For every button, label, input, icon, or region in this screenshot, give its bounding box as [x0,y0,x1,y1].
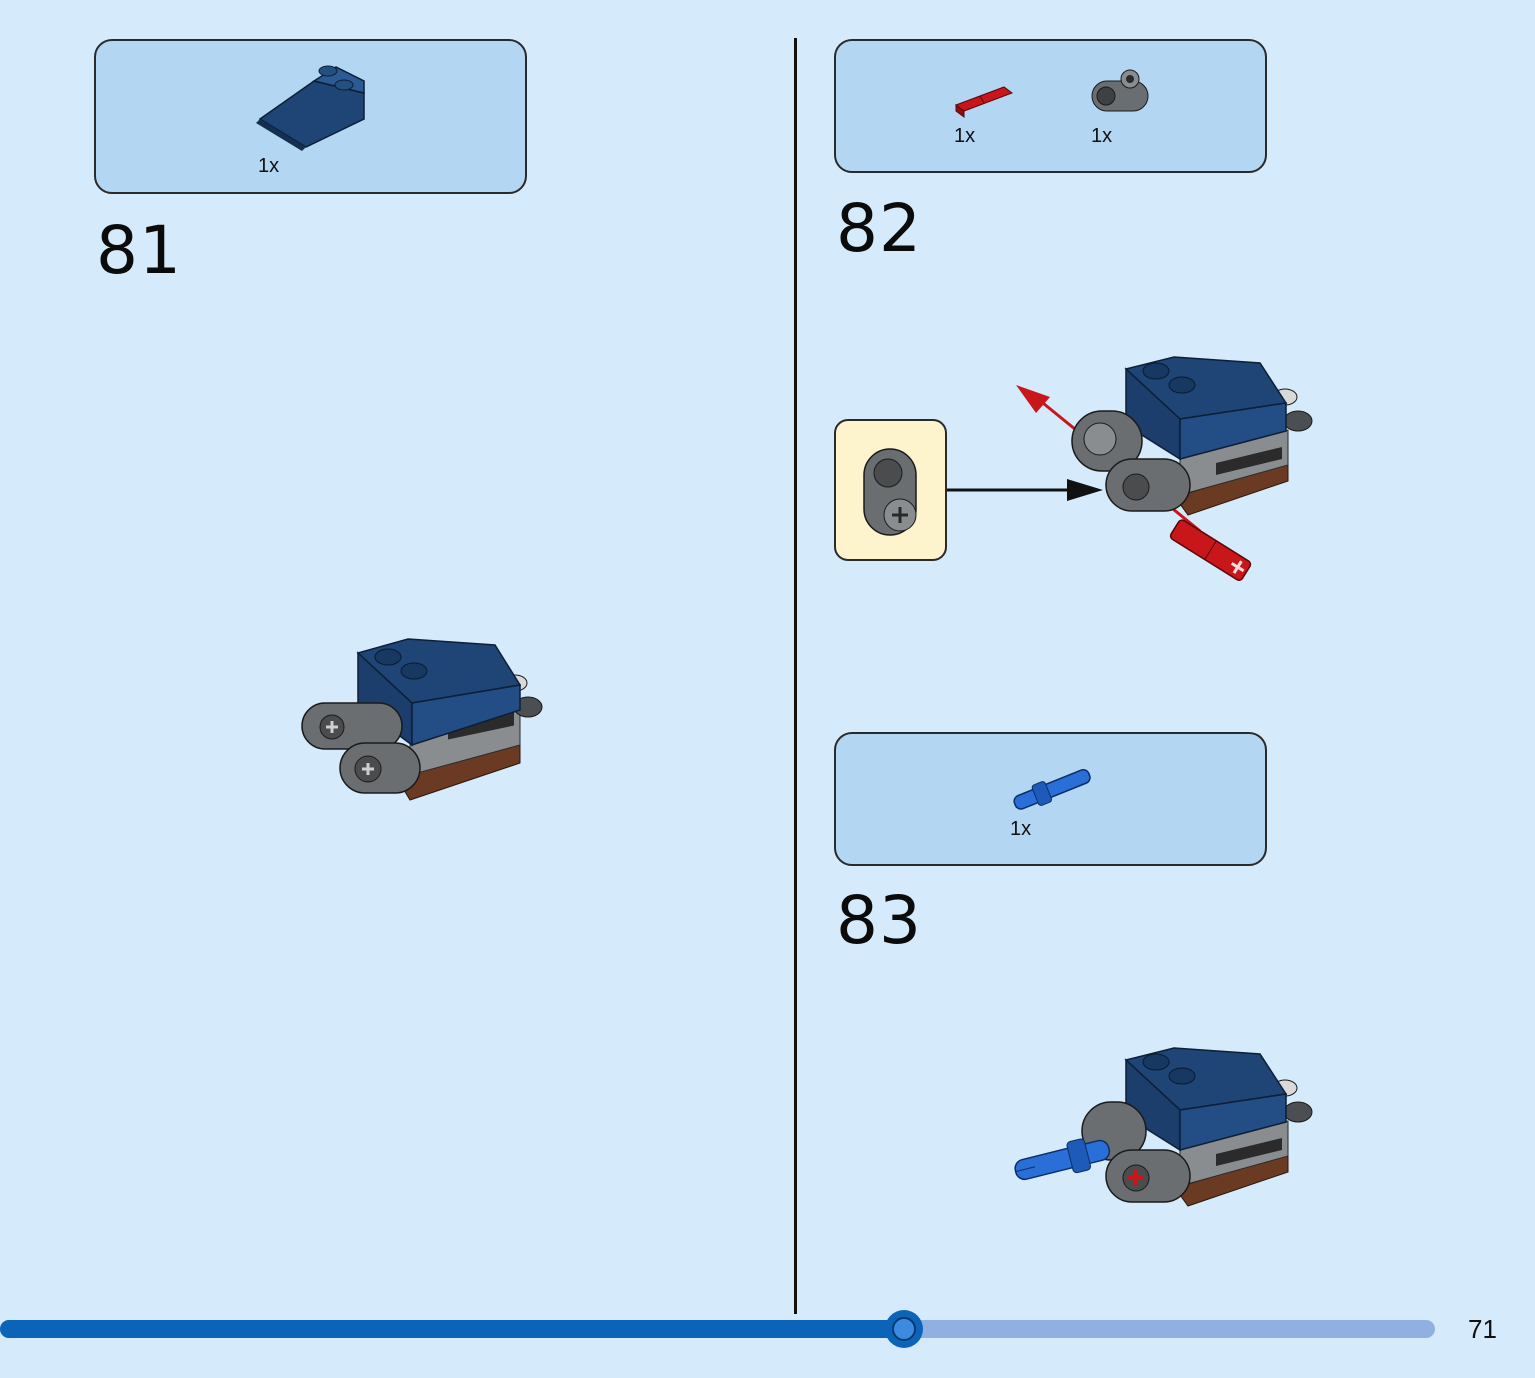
step-83-model-illustration [1014,1047,1313,1207]
page-divider [794,38,797,1314]
page-number: 71 [1468,1314,1497,1344]
part-quantity: 1x [1091,125,1113,147]
step-83-parts-box: 1x [834,732,1267,866]
part-quantity: 1x [258,155,280,177]
step-82-parts-box: 1x 1x [834,39,1267,173]
red-axle-connector-icon [954,86,1014,118]
part-quantity: 1x [1010,818,1032,840]
step-number-83: 83 [836,882,922,959]
progress-fill [0,1320,904,1338]
blue-axle-pin-icon [1013,768,1091,810]
dark-blue-slope-brick-icon [256,65,365,151]
step-81-model-illustration [301,638,543,801]
part-quantity: 1x [954,125,976,147]
gray-pin-connector-icon [863,448,917,536]
step-number-81: 81 [96,212,182,289]
step-number-82: 82 [836,190,922,267]
insert-arrow [947,479,1103,501]
sub-assembly-callout [834,419,947,561]
step-82-model-illustration [1016,356,1313,581]
gray-pin-connector-icon [1091,69,1149,112]
progress-indicator [885,1310,923,1348]
step-81-parts-box: 1x [94,39,527,194]
